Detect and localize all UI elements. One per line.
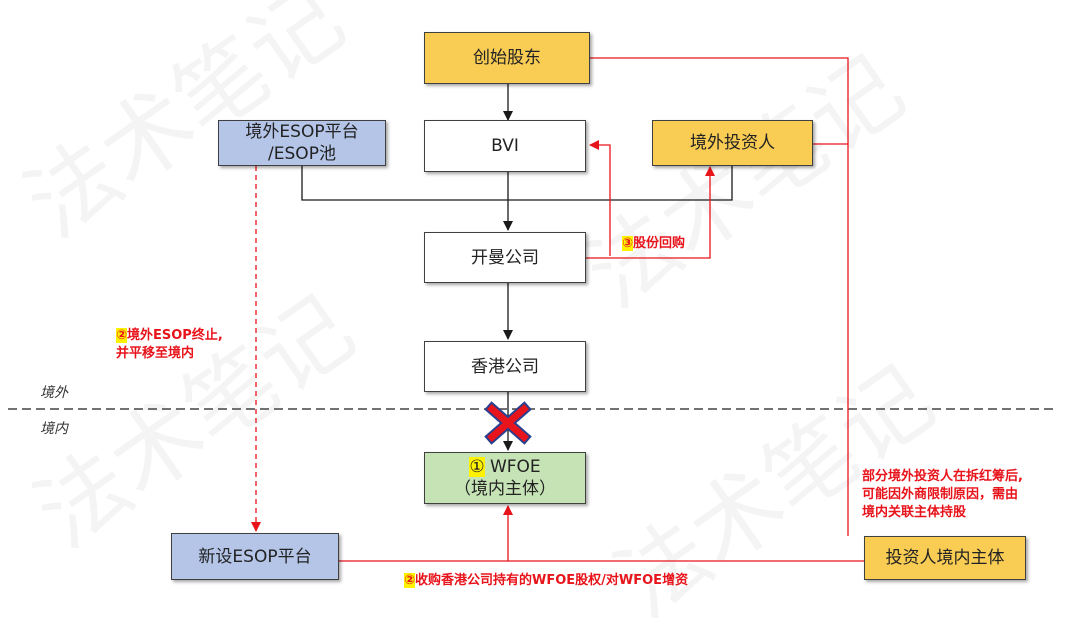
offshore-investor-label: 境外投资人 xyxy=(690,133,775,153)
domestic-investor-label: 投资人境内主体 xyxy=(885,548,1005,568)
esop-and-investor-to-cayman-line xyxy=(301,166,733,201)
founders-label: 创始股东 xyxy=(473,48,541,68)
buyback-label: ③股份回购 xyxy=(622,235,685,253)
buyback-to-bvi-arrow xyxy=(589,140,611,256)
region-offshore-label: 境外 xyxy=(40,385,68,401)
hk-box: 香港公司 xyxy=(424,341,586,392)
buyback-to-investor-arrow xyxy=(586,166,715,259)
offshore-esop-label-1: 境外ESOP平台 xyxy=(245,122,359,142)
wfoe-name: WFOE xyxy=(484,457,541,477)
wfoe-box: ① WFOE （境内主体） xyxy=(424,452,586,504)
esop-migration-text-2: 并平移至境内 xyxy=(116,346,195,361)
domestic-holding-note: 部分境外投资人在拆红筹后, 可能因外商限制原因，需由 境内关联主体持股 xyxy=(862,468,1023,522)
esop-migration-text-1: 境外ESOP终止, xyxy=(127,328,223,343)
wfoe-step-number: ① xyxy=(469,457,485,477)
new-esop-box: 新设ESOP平台 xyxy=(171,533,339,580)
diagram-canvas: 法术笔记 法术笔记 法术笔记 法术笔记 xyxy=(7,0,1058,638)
connectors xyxy=(8,57,1058,562)
acquisition-label: ②收购香港公司持有的WFOE股权/对WFOE增资 xyxy=(404,572,688,590)
note-line-2: 可能因外商限制原因，需由 xyxy=(862,487,1019,502)
offshore-esop-label-2: /ESOP池 xyxy=(268,144,336,164)
offshore-esop-box: 境外ESOP平台 /ESOP池 xyxy=(218,120,386,166)
note-line-3: 境内关联主体持股 xyxy=(862,505,967,520)
esop-step-number: ② xyxy=(116,328,128,343)
wfoe-label-2: （境内主体） xyxy=(454,479,556,499)
buyback-step-number: ③ xyxy=(622,236,634,251)
bvi-box: BVI xyxy=(424,120,586,172)
acquisition-step-number: ② xyxy=(404,573,416,588)
cayman-label: 开曼公司 xyxy=(471,247,539,268)
wfoe-label-1: ① WFOE xyxy=(469,456,541,478)
region-onshore-label: 境内 xyxy=(40,421,68,437)
blocked-cross-icon xyxy=(484,401,532,445)
hk-label: 香港公司 xyxy=(471,356,539,377)
bvi-label: BVI xyxy=(491,136,519,156)
acquisition-text: 收购香港公司持有的WFOE股权/对WFOE增资 xyxy=(415,573,689,588)
domestic-investor-box: 投资人境内主体 xyxy=(864,536,1026,580)
buyback-text: 股份回购 xyxy=(633,236,686,251)
esop-migration-label: ②境外ESOP终止, 并平移至境内 xyxy=(116,327,223,363)
note-line-1: 部分境外投资人在拆红筹后, xyxy=(862,469,1023,484)
new-esop-label: 新设ESOP平台 xyxy=(198,546,312,567)
cayman-box: 开曼公司 xyxy=(424,232,586,283)
esop-migration-line-1: ②境外ESOP终止, xyxy=(116,327,223,345)
founders-to-domestic-line xyxy=(590,57,849,536)
offshore-investor-box: 境外投资人 xyxy=(652,120,813,166)
founders-box: 创始股东 xyxy=(424,32,590,84)
